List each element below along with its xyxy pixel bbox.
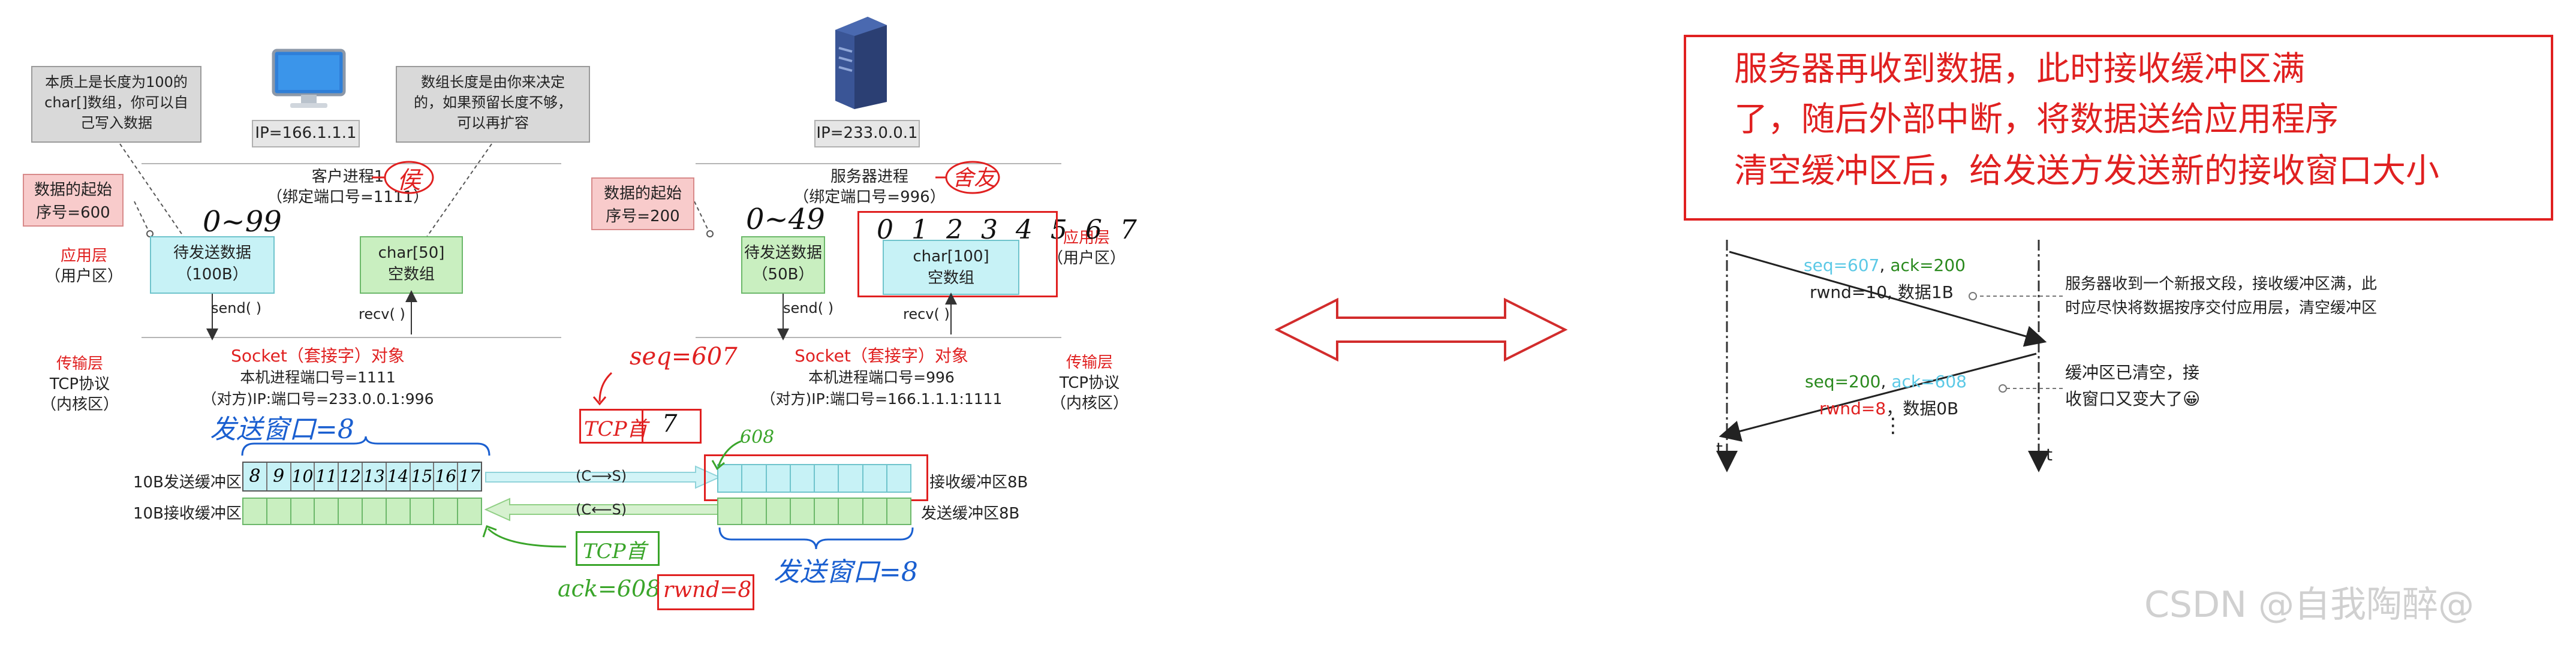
server-send: send( ) bbox=[783, 300, 834, 317]
client-ip: IP=166.1.1.1 bbox=[252, 120, 360, 147]
tcp-head-value: 7 bbox=[662, 410, 678, 438]
time-label-server: t bbox=[2046, 445, 2053, 465]
data-flow-arrows bbox=[484, 465, 721, 522]
seq-607: seq=607 bbox=[630, 343, 738, 370]
watermark: CSDN @自我陶醉@ bbox=[2144, 584, 2475, 626]
server-window-brace bbox=[718, 527, 914, 550]
server-icon bbox=[835, 17, 887, 109]
heading-line-3: 清空缓冲区后，给发送方发送新的接收窗口大小 bbox=[1734, 152, 2439, 191]
note-2: 缓冲区已清空，接 收窗口又变大了😀 bbox=[2065, 363, 2201, 409]
seq-arrow bbox=[592, 372, 613, 406]
client-pending-data: 待发送数据 （100B） bbox=[150, 236, 275, 294]
server-pending-data: 待发送数据 （50B） bbox=[741, 236, 825, 294]
client-array-note: 本质上是长度为100的 char[]数组，你可以自 己写入数据 bbox=[31, 66, 201, 143]
seq-label-3: seq=200, ack=608 bbox=[1805, 372, 1967, 391]
server-transport: 传输层 TCP协议 （内核区） bbox=[1051, 354, 1129, 412]
server-process: 服务器进程 （绑定端口号=996） bbox=[793, 168, 946, 206]
server-name: 舍友 bbox=[952, 166, 996, 191]
ack-arrow bbox=[482, 525, 567, 548]
client-recv: recv( ) bbox=[359, 306, 405, 322]
client-start-seq: 数据的起始 序号=600 bbox=[23, 174, 124, 227]
server-range: 0~49 bbox=[746, 203, 825, 236]
double-arrow-icon bbox=[1274, 297, 1568, 362]
socket-diagram: IP=166.1.1.1 IP=233.0.0.1 本质上是长度为100的 ch… bbox=[0, 0, 1137, 645]
note-1: 服务器收到一个新报文段，接收缓冲区满，此 时应尽快将数据按序交付应用层，清空缓冲… bbox=[2065, 275, 2378, 317]
sequence-diagram bbox=[1716, 240, 2063, 472]
hand-608: 608 bbox=[740, 427, 775, 448]
server-send-buffer bbox=[717, 498, 911, 525]
client-transport: 传输层 TCP协议 （内核区） bbox=[41, 355, 119, 414]
server-recv-buf-label: 接收缓冲区8B bbox=[929, 474, 1028, 492]
time-label-client: t bbox=[1716, 439, 1723, 459]
seq-label-4: rwnd=8，数据0B bbox=[1819, 399, 1959, 418]
seq-label-2: rwnd=10, 数据1B bbox=[1810, 282, 1954, 302]
client-socket: Socket（套接字）对象 bbox=[231, 346, 405, 366]
server-send-window: 发送窗口=8 bbox=[774, 557, 918, 587]
rwnd-box bbox=[657, 574, 754, 610]
client-range: 0~99 bbox=[203, 205, 282, 239]
heading-box: 服务器再收到数据，此时接收缓冲区满 了，随后外部中断，将数据送给应用程序 清空缓… bbox=[1684, 35, 2553, 221]
client-remote: （对方)IP:端口号=233.0.0.1:996 bbox=[201, 390, 434, 408]
client-send-window: 发送窗口=8 bbox=[210, 414, 354, 445]
server-array-highlight bbox=[857, 211, 1058, 297]
client-rwnd: rwnd=8 bbox=[663, 578, 752, 602]
tcp-head-box bbox=[579, 409, 702, 444]
client-ack: ack=608 bbox=[558, 575, 661, 602]
server-start-seq: 数据的起始 序号=200 bbox=[591, 177, 694, 230]
c-to-s-label: (C⟶S) bbox=[576, 468, 627, 484]
tcp-head-label: TCP首 bbox=[584, 417, 648, 441]
server-local-port: 本机进程端口号=996 bbox=[808, 369, 955, 386]
server-socket: Socket（套接字）对象 bbox=[795, 346, 968, 366]
c-from-s-label: (C⟵S) bbox=[576, 501, 627, 518]
client-tcp-head: TCP首 bbox=[583, 539, 646, 563]
client-window-brace bbox=[241, 436, 490, 456]
seq-label-1: seq=607, ack=200 bbox=[1804, 255, 1966, 275]
server-array: char[100] 空数组 bbox=[883, 240, 1019, 295]
heading-line-2: 了，随后外部中断，将数据送给应用程序 bbox=[1734, 100, 2339, 139]
server-array-note: 数组长度是由你来决定 的，如果预留长度不够， 可以再扩容 bbox=[396, 66, 590, 143]
server-recv-buffer bbox=[717, 464, 911, 493]
client-local-port: 本机进程端口号=1111 bbox=[240, 369, 396, 386]
client-app-layer: 应用层 （用户区） bbox=[44, 247, 123, 285]
client-name: 侯 bbox=[397, 167, 421, 194]
client-name-bubble bbox=[372, 161, 434, 194]
client-array: char[50] 空数组 bbox=[360, 236, 463, 294]
hand-608-arrow bbox=[711, 440, 742, 471]
client-recv-buf-label: 10B接收缓冲区 bbox=[133, 505, 242, 523]
server-ip: IP=233.0.0.1 bbox=[814, 120, 920, 147]
server-remote: （对方)IP:端口号=166.1.1.1:1111 bbox=[760, 390, 1003, 408]
client-send-buffer: 8 9 10 11 12 13 14 15 16 17 bbox=[242, 462, 482, 492]
client-recv-buffer bbox=[242, 498, 482, 525]
server-name-bubble bbox=[935, 161, 1000, 194]
dots: ⋮ bbox=[1883, 414, 1903, 438]
heading-line-1: 服务器再收到数据，此时接收缓冲区满 bbox=[1734, 50, 2305, 89]
send-recv-arrows bbox=[206, 290, 957, 340]
server-recv: recv( ) bbox=[903, 306, 950, 322]
server-send-buf-label: 发送缓冲区8B bbox=[921, 505, 1020, 523]
server-app-layer: 应用层 （用户区） bbox=[1047, 229, 1126, 267]
client-send-buf-label: 10B发送缓冲区 bbox=[133, 474, 242, 492]
client-tcp-head-box bbox=[576, 531, 660, 566]
computer-icon bbox=[272, 49, 346, 108]
client-send: send( ) bbox=[211, 300, 262, 317]
